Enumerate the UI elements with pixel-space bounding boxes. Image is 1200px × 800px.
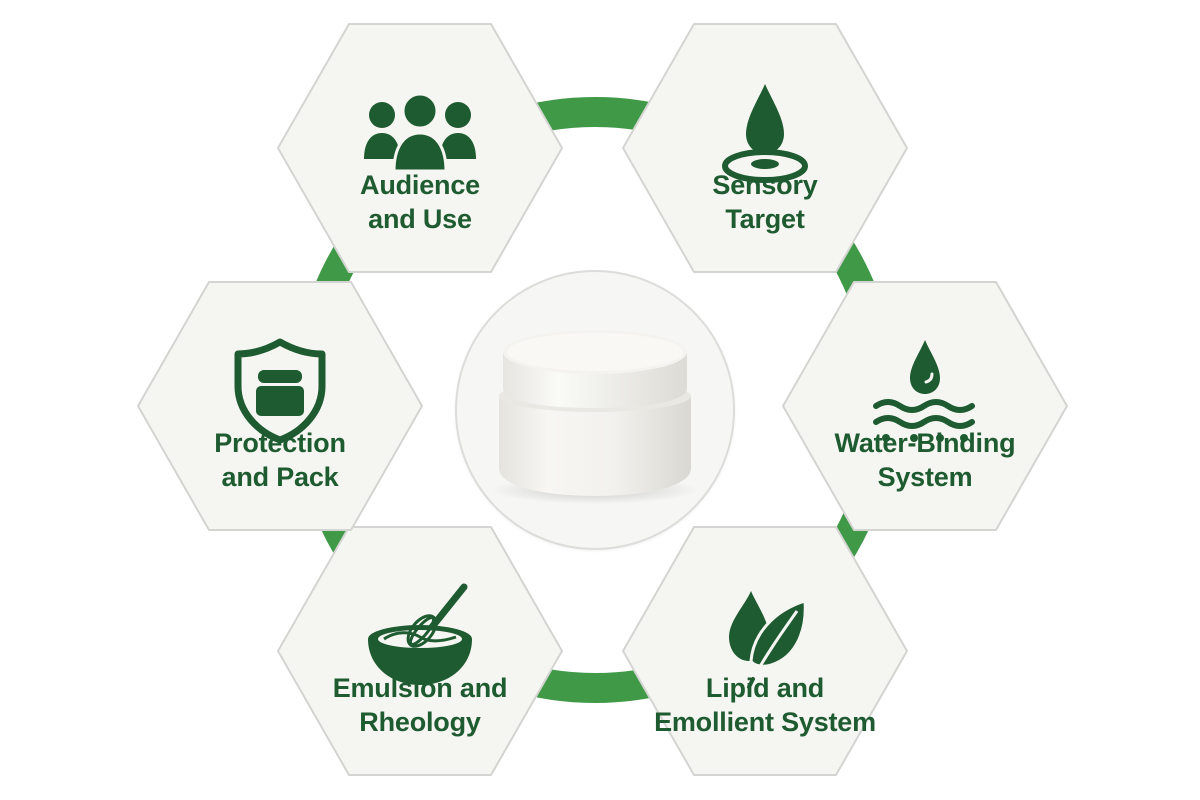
people-group-icon	[355, 78, 485, 188]
label-line-1: Emulsion and	[332, 673, 508, 703]
label-line-1: Sensory	[712, 170, 818, 200]
label-line-2: Target	[725, 204, 805, 234]
label-line-2: System	[877, 462, 973, 492]
bowl-whisk-icon	[355, 581, 485, 691]
node-label: Water-Binding System	[800, 426, 1050, 494]
label-line-2: Emollient System	[654, 707, 876, 737]
center-product-circle	[455, 270, 735, 550]
node-emulsion-and-rheology: Emulsion and Rheology	[275, 525, 565, 777]
node-lipid-and-emollient-system: Lipid and Emollient System	[620, 525, 910, 777]
node-label: Lipid and Emollient System	[640, 671, 890, 739]
drop-leaf-icon	[700, 581, 830, 691]
label-line-1: Protection	[214, 428, 346, 458]
node-water-binding-system: Water-Binding System	[780, 280, 1070, 532]
label-line-1: Audience	[360, 170, 480, 200]
node-label: Emulsion and Rheology	[295, 671, 545, 739]
water-drop-ripple-icon	[700, 78, 830, 188]
label-line-2: and Use	[368, 204, 472, 234]
label-line-2: and Pack	[221, 462, 339, 492]
node-sensory-target: Sensory Target	[620, 22, 910, 274]
node-protection-and-pack: Protection and Pack	[135, 280, 425, 532]
cream-jar-image	[491, 330, 699, 504]
label-line-1: Lipid and	[705, 673, 825, 703]
drop-waves-icon	[860, 336, 990, 446]
node-label: Protection and Pack	[155, 426, 405, 494]
label-line-2: Rheology	[359, 707, 481, 737]
label-line-1: Water-Binding	[834, 428, 1016, 458]
node-label: Audience and Use	[295, 168, 545, 236]
shield-jar-icon	[215, 336, 345, 446]
node-label: Sensory Target	[640, 168, 890, 236]
node-audience-and-use: Audience and Use	[275, 22, 565, 274]
